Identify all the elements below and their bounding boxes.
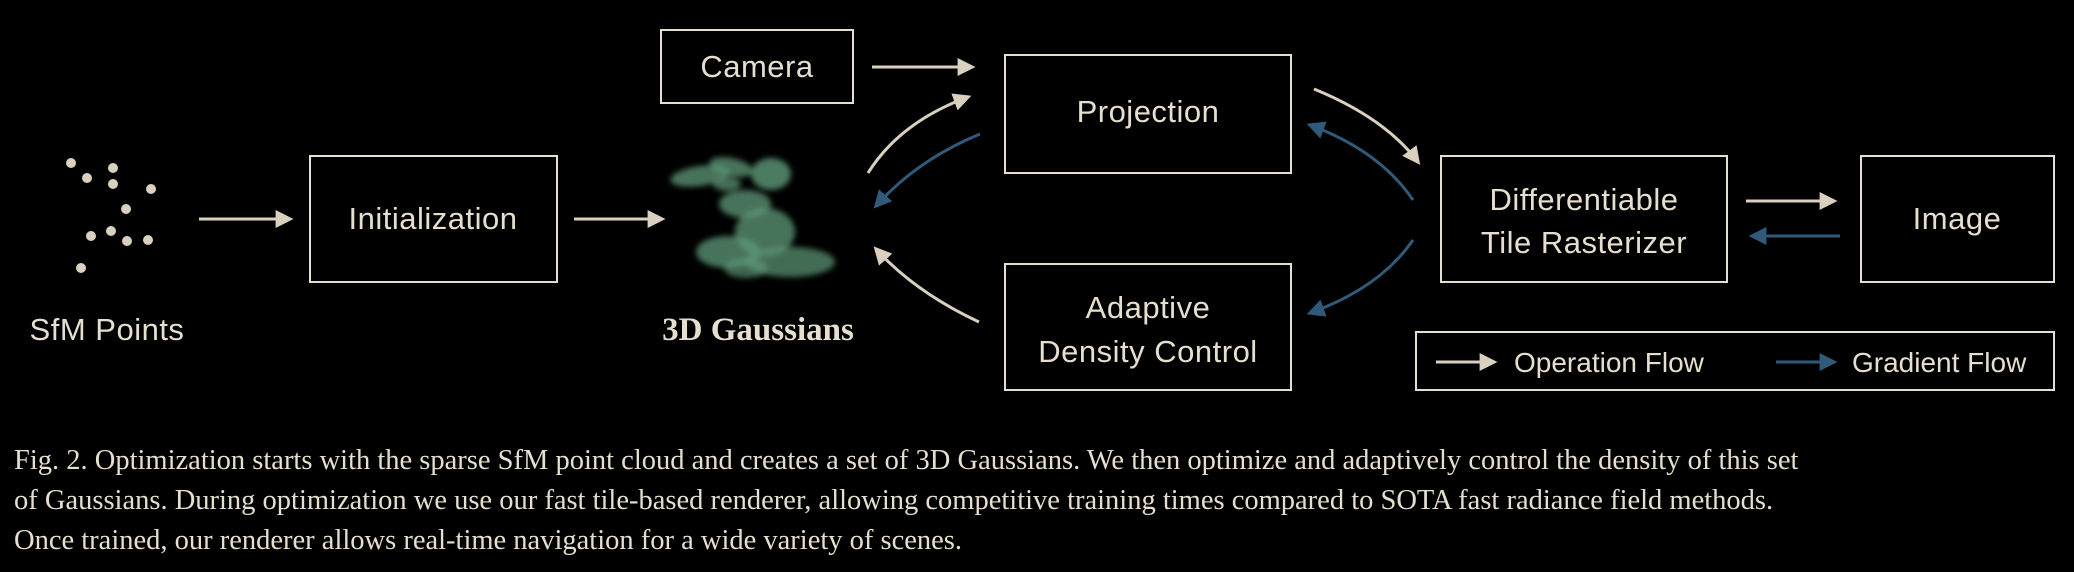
arrow-gaussians-to-projection <box>866 93 972 174</box>
image-label: Image <box>1913 201 2002 236</box>
sfm-point-cloud-icon <box>66 158 156 273</box>
rasterizer-label-line2: Tile Rasterizer <box>1481 225 1687 260</box>
projection-label: Projection <box>1077 94 1220 129</box>
pipeline-diagram: SfM Points Initialization 3D Gaussians C… <box>30 29 2055 391</box>
projection-node: Projection <box>1004 54 1292 174</box>
adaptive-label-line2: Density Control <box>1038 334 1257 369</box>
rasterizer-label-line1: Differentiable <box>1489 182 1678 217</box>
rasterizer-node: Differentiable Tile Rasterizer <box>1440 155 1728 283</box>
gradient-rasterizer-to-adaptive <box>1306 239 1415 317</box>
legend-gradient-label: Gradient Flow <box>1852 347 2027 378</box>
adaptive-label-line1: Adaptive <box>1086 290 1211 325</box>
caption-line-2: of Gaussians. During optimization we use… <box>14 485 1774 516</box>
figure-caption: Fig. 2. Optimization starts with the spa… <box>14 441 2064 561</box>
adaptive-density-control-node: Adaptive Density Control <box>1004 263 1292 391</box>
caption-line-1: Fig. 2. Optimization starts with the spa… <box>14 445 1799 476</box>
arrow-adaptive-to-gaussians <box>873 246 980 324</box>
camera-node: Camera <box>660 29 854 104</box>
image-node: Image <box>1860 155 2055 283</box>
gradient-projection-to-gaussians <box>873 132 981 209</box>
sfm-points-label: SfM Points <box>30 312 185 347</box>
gaussians-label: 3D Gaussians <box>662 312 854 348</box>
initialization-label: Initialization <box>349 201 518 236</box>
gaussians-blob-icon <box>670 157 835 278</box>
legend-operation-label: Operation Flow <box>1514 347 1705 378</box>
arrow-projection-to-rasterizer <box>1313 87 1421 165</box>
caption-line-3: Once trained, our renderer allows real-t… <box>14 525 963 556</box>
gradient-rasterizer-to-projection <box>1306 121 1415 201</box>
camera-label: Camera <box>700 49 814 84</box>
legend: Operation Flow Gradient Flow <box>1415 331 2055 391</box>
initialization-node: Initialization <box>309 155 558 283</box>
